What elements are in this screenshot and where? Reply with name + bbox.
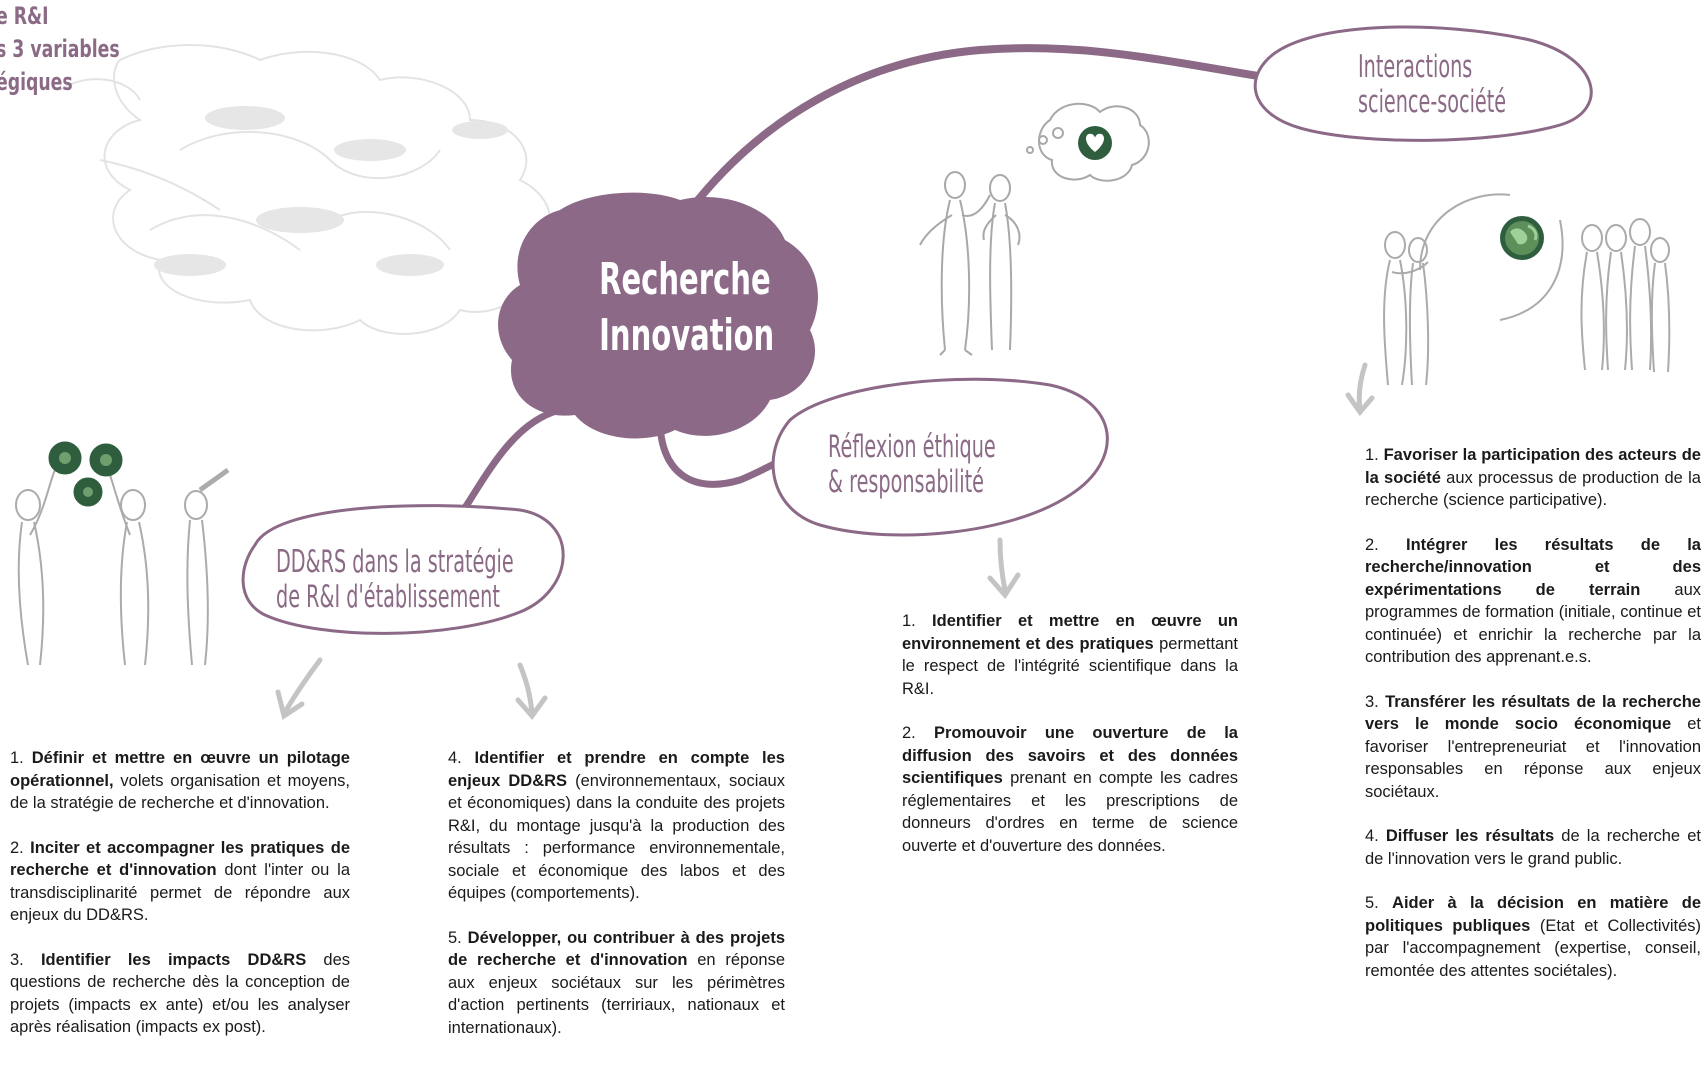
list-item: 1. Définir et mettre en œuvre un pilotag… xyxy=(10,749,350,812)
list-item: 4. Identifier et prendre en compte les e… xyxy=(448,749,785,902)
list-item: 3. Transférer les résultats de la recher… xyxy=(1365,692,1701,801)
list-item: 5. Développer, ou contribuer à des proje… xyxy=(448,928,785,1037)
faded-mindmap-blobs xyxy=(154,106,508,276)
list-item: 3. Identifier les impacts DD&RS des ques… xyxy=(10,950,351,1037)
center-node-label: Recherche Innovation xyxy=(599,252,775,364)
mindmap-title: e R&I s 3 variables égiques xyxy=(0,0,120,99)
faded-mindmap-background xyxy=(59,44,551,335)
interactions-actions-col: 1. Favoriser la participation des acteur… xyxy=(1365,444,1701,1004)
branch-label-interactions: Interactions science-société xyxy=(1358,50,1506,120)
figures-ddrs xyxy=(15,467,230,666)
sketch-arrows xyxy=(275,362,1375,721)
heart-icon xyxy=(1078,126,1112,160)
ethique-line-1: Réflexion éthique xyxy=(828,429,996,465)
list-item: 2. Promouvoir une ouverture de la diffus… xyxy=(902,724,1238,855)
ddrs-actions-col2: 4. Identifier et prendre en compte les e… xyxy=(448,747,785,1061)
ddrs-line-2: de R&I d'établissement xyxy=(276,579,500,615)
title-line-3: égiques xyxy=(0,68,73,96)
branch-bubbles xyxy=(241,25,1593,635)
center-line-2: Innovation xyxy=(599,310,775,361)
globe-icon xyxy=(1500,216,1544,260)
gear-icons xyxy=(48,441,123,507)
bubble-ethique xyxy=(771,377,1109,537)
connector-interactions xyxy=(686,44,1274,214)
bubble-ddrs xyxy=(241,504,565,635)
figures-interactions xyxy=(1383,193,1671,386)
title-line-2: s 3 variables xyxy=(0,35,120,63)
center-node-cloud xyxy=(498,192,818,439)
list-item: 5. Aider à la décision en matière de pol… xyxy=(1365,894,1701,980)
center-line-1: Recherche xyxy=(599,254,771,305)
ddrs-line-1: DD&RS dans la stratégie xyxy=(276,544,514,580)
list-item: 2. Intégrer les résultats de la recherch… xyxy=(1365,535,1701,667)
interactions-line-2: science-société xyxy=(1358,84,1507,120)
thought-cloud xyxy=(1038,102,1150,182)
bubble-interactions xyxy=(1253,25,1593,142)
cycle-arrows xyxy=(1419,193,1564,321)
title-line-1: e R&I xyxy=(0,2,49,30)
figures-ethique xyxy=(919,102,1150,356)
interactions-line-1: Interactions xyxy=(1358,49,1473,85)
list-item: 4. Diffuser les résultats de la recherch… xyxy=(1365,827,1701,868)
branch-label-ethique: Réflexion éthique & responsabilité xyxy=(828,430,996,500)
branch-label-ddrs: DD&RS dans la stratégie de R&I d'établis… xyxy=(276,545,514,615)
ddrs-actions-col1: 1. Définir et mettre en œuvre un pilotag… xyxy=(10,747,350,1061)
list-item: 1. Identifier et mettre en œuvre un envi… xyxy=(902,612,1238,698)
ethique-line-2: & responsabilité xyxy=(828,464,984,500)
list-item: 2. Inciter et accompagner les pratiques … xyxy=(10,838,351,925)
ethique-actions-col: 1. Identifier et mettre en œuvre un envi… xyxy=(902,610,1238,879)
list-item: 1. Favoriser la participation des acteur… xyxy=(1365,446,1701,509)
